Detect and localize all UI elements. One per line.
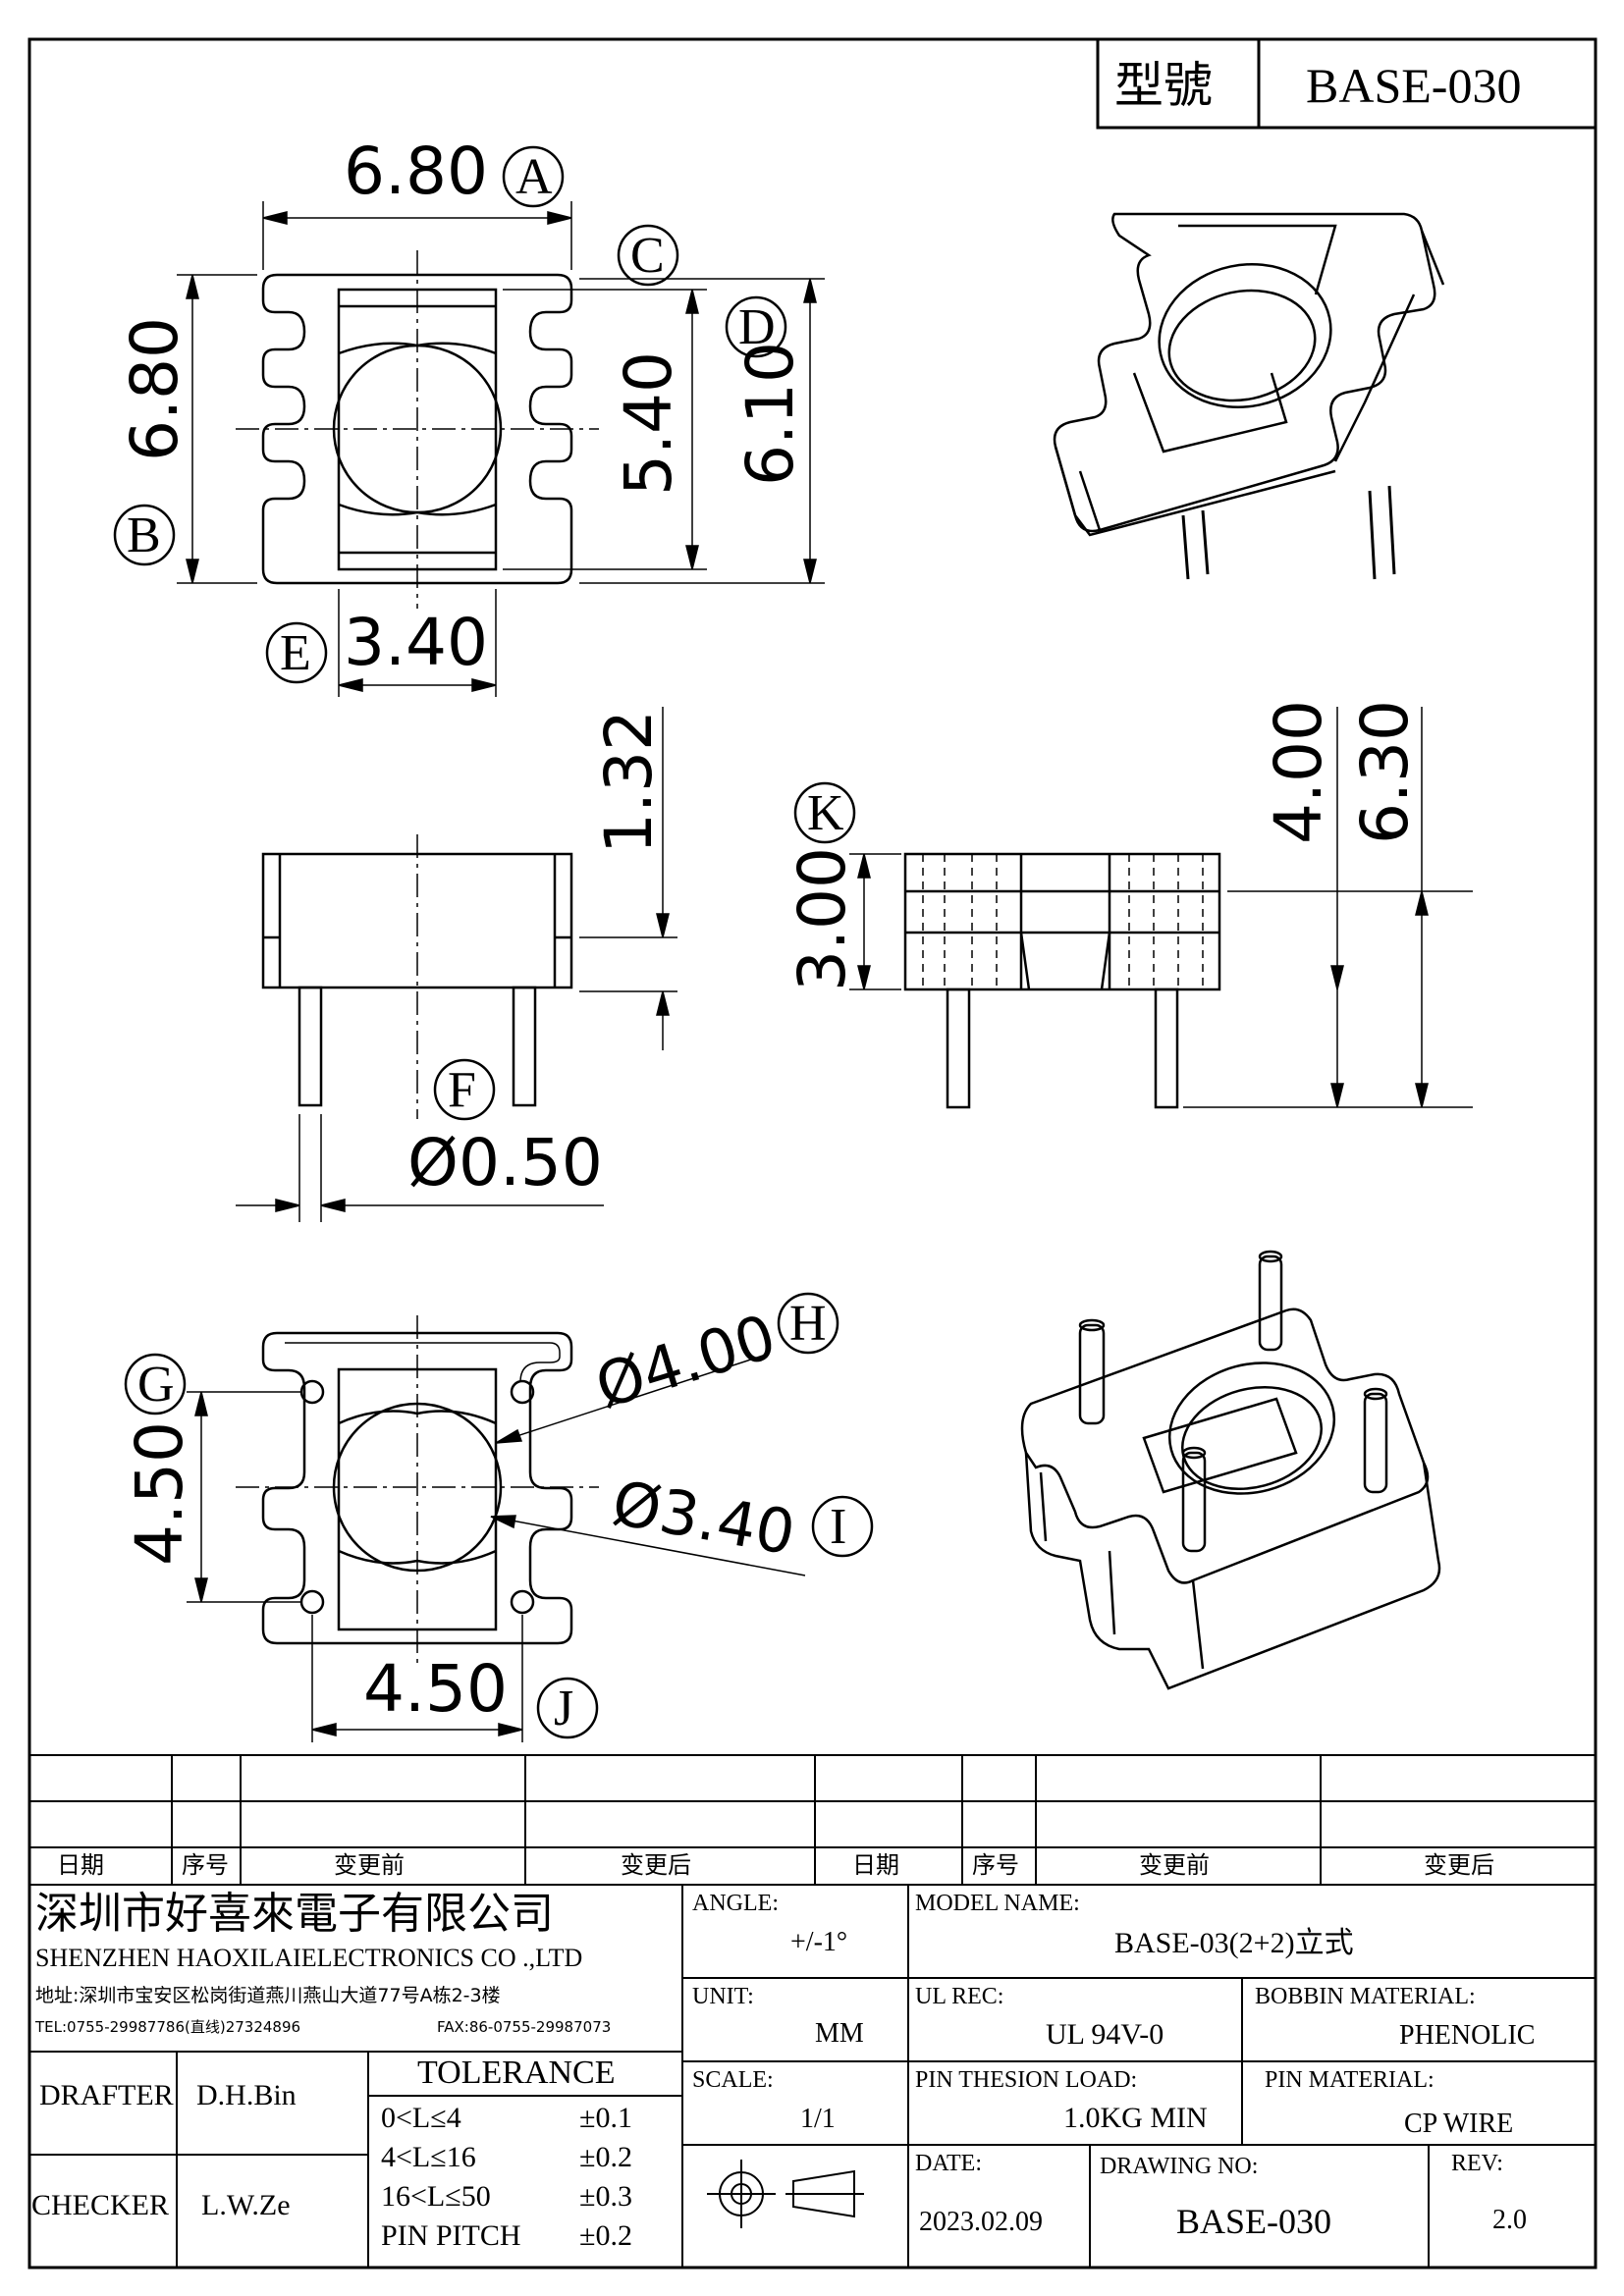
drawing-no-label: DRAWING NO:: [1100, 2154, 1259, 2179]
dim-total-height: 6.30: [1347, 700, 1423, 844]
bottom-view: [236, 1315, 599, 1669]
angle-value: +/-1°: [790, 1927, 848, 1957]
rev-header-seq-2: 序号: [972, 1851, 1019, 1879]
drawing-no-value: BASE-030: [1176, 2202, 1332, 2241]
dim-slot-width: 3.40: [344, 605, 488, 680]
tolerance-value-3: ±0.3: [579, 2180, 632, 2213]
callout-k: K: [807, 785, 844, 841]
model-title-box: [1096, 37, 1597, 130]
dim-pin-span-h: 4.50: [363, 1651, 508, 1727]
unit-value: MM: [815, 2018, 864, 2049]
front-view-dims: [236, 707, 677, 1222]
tolerance-value-2: ±0.2: [579, 2141, 632, 2173]
callout-e: E: [280, 625, 311, 681]
callout-j: J: [554, 1681, 574, 1736]
date-value: 2023.02.09: [919, 2207, 1043, 2237]
rev-header-after-2: 变更后: [1424, 1851, 1494, 1879]
tolerance-range-1: 0<L≤4: [381, 2102, 461, 2134]
tolerance-range-4: PIN PITCH: [381, 2219, 521, 2252]
callout-d: D: [738, 299, 776, 355]
dim-pin-diameter: Ø0.50: [407, 1125, 603, 1201]
rev-header-date-2: 日期: [852, 1851, 899, 1879]
rev-header-before-1: 变更前: [334, 1851, 405, 1879]
dim-wall-height: 1.32: [591, 710, 667, 854]
dim-top-height: 6.80: [117, 317, 192, 461]
company-name-cn: 深圳市好喜來電子有限公司: [35, 1890, 554, 1938]
callout-c: C: [630, 228, 665, 284]
sheet-border: [27, 37, 1597, 2269]
angle-label: ANGLE:: [692, 1891, 779, 1916]
callout-b: B: [127, 507, 161, 563]
date-label: DATE:: [915, 2151, 982, 2176]
tolerance-range-2: 4<L≤16: [381, 2141, 476, 2173]
bobbin-value: PHENOLIC: [1399, 2020, 1536, 2051]
model-value: BASE-030: [1306, 58, 1522, 113]
callout-circles: [113, 145, 874, 1739]
top-view: [236, 250, 599, 609]
dim-pin-span-v: 4.50: [122, 1421, 197, 1566]
projection-symbol: [707, 2160, 864, 2228]
tolerance-value-4: ±0.2: [579, 2219, 632, 2252]
side-view-dims: [849, 707, 1473, 1108]
pin-load-label: PIN THESION LOAD:: [915, 2067, 1138, 2093]
dim-top-width: 6.80: [344, 133, 488, 209]
tolerance-value-1: ±0.1: [579, 2102, 632, 2134]
front-view: [261, 834, 573, 1119]
scale-value: 1/1: [800, 2104, 836, 2134]
rev-header-after-1: 变更后: [621, 1851, 691, 1879]
company-name-en: SHENZHEN HAOXILAIELECTRONICS CO .,LTD: [35, 1944, 583, 1972]
rev-value: 2.0: [1492, 2205, 1527, 2235]
dim-inner-height: 5.40: [611, 351, 686, 496]
rev-header-before-2: 变更前: [1139, 1851, 1210, 1879]
model-name-label: MODEL NAME:: [915, 1891, 1080, 1916]
rev-header-date-1: 日期: [57, 1851, 104, 1879]
iso-view-top: [1053, 212, 1445, 580]
top-view-dims: [177, 201, 825, 697]
checker-label: CHECKER: [31, 2189, 170, 2221]
checker-value: L.W.Ze: [201, 2189, 291, 2221]
ul-value: UL 94V-0: [1046, 2018, 1164, 2051]
pin-load-value: 1.0KG MIN: [1063, 2102, 1208, 2134]
drafter-label: DRAFTER: [39, 2079, 174, 2111]
tolerance-range-3: 16<L≤50: [381, 2180, 491, 2213]
dim-body-height: 3.00: [785, 847, 860, 991]
tolerance-title: TOLERANCE: [417, 2055, 616, 2091]
dim-slot-height: 6.10: [732, 342, 808, 486]
rev-label: REV:: [1451, 2151, 1503, 2176]
bottom-view-dims: [187, 1354, 806, 1742]
scale-label: SCALE:: [692, 2067, 774, 2093]
iso-view-bottom: [1020, 1250, 1441, 1690]
callout-i: I: [830, 1499, 847, 1555]
callout-g: G: [137, 1357, 175, 1413]
side-view: [903, 852, 1221, 1109]
drafter-value: D.H.Bin: [196, 2079, 297, 2111]
callout-f: F: [448, 1062, 476, 1118]
pin-mat-label: PIN MATERIAL:: [1265, 2067, 1435, 2093]
dim-pin-length: 4.00: [1261, 700, 1336, 844]
rev-header-seq-1: 序号: [182, 1851, 229, 1879]
company-tel: TEL:0755-29987786(直线)27324896: [35, 2018, 301, 2036]
unit-label: UNIT:: [692, 1984, 754, 2009]
callout-a: A: [515, 149, 553, 205]
model-label: 型號: [1114, 58, 1213, 113]
bobbin-label: BOBBIN MATERIAL:: [1255, 1984, 1476, 2009]
company-address: 地址:深圳市宝安区松岗街道燕川燕山大道77号A栋2-3楼: [35, 1985, 501, 2006]
ul-label: UL REC:: [915, 1984, 1004, 2009]
model-name-value: BASE-03(2+2)立式: [1114, 1927, 1354, 1959]
company-fax: FAX:86-0755-29987073: [437, 2018, 612, 2036]
callout-h: H: [789, 1296, 827, 1352]
title-block-grid: [29, 1754, 1596, 2268]
pin-mat-value: CP WIRE: [1404, 2109, 1514, 2139]
